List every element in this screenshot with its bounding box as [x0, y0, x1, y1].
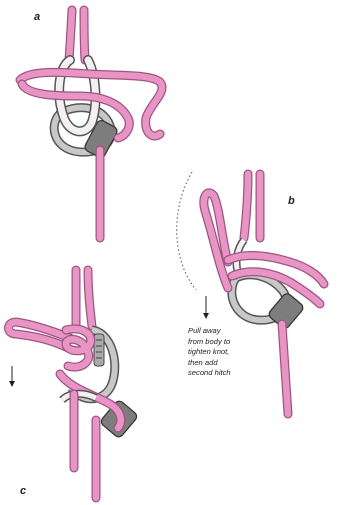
panel-c-diagram — [9, 270, 139, 498]
panel-b-hanging-rope — [282, 324, 288, 414]
panel-b-pulled-loop — [204, 193, 228, 288]
panel-a-diagram — [20, 10, 162, 238]
panel-c-standing-ropes — [76, 270, 92, 326]
dotted-arc-icon — [177, 172, 196, 290]
panel-label-a: a — [34, 12, 40, 23]
caption-line: from body to — [188, 337, 278, 348]
instruction-caption: Pull away from body to tighten knot, the… — [188, 326, 278, 379]
caption-line: then add — [188, 358, 278, 369]
panel-b-standing-ropes — [244, 174, 260, 238]
caption-line: Pull away — [188, 326, 278, 337]
panel-c-hanging-ropes — [74, 394, 96, 498]
panel-c-side-loop — [9, 322, 71, 348]
caption-line: tighten knot, — [188, 347, 278, 358]
panel-label-b: b — [288, 196, 295, 207]
panel-label-c: c — [20, 486, 26, 497]
panel-a-standing-ropes — [69, 10, 85, 60]
caption-line: second hitch — [188, 368, 278, 379]
